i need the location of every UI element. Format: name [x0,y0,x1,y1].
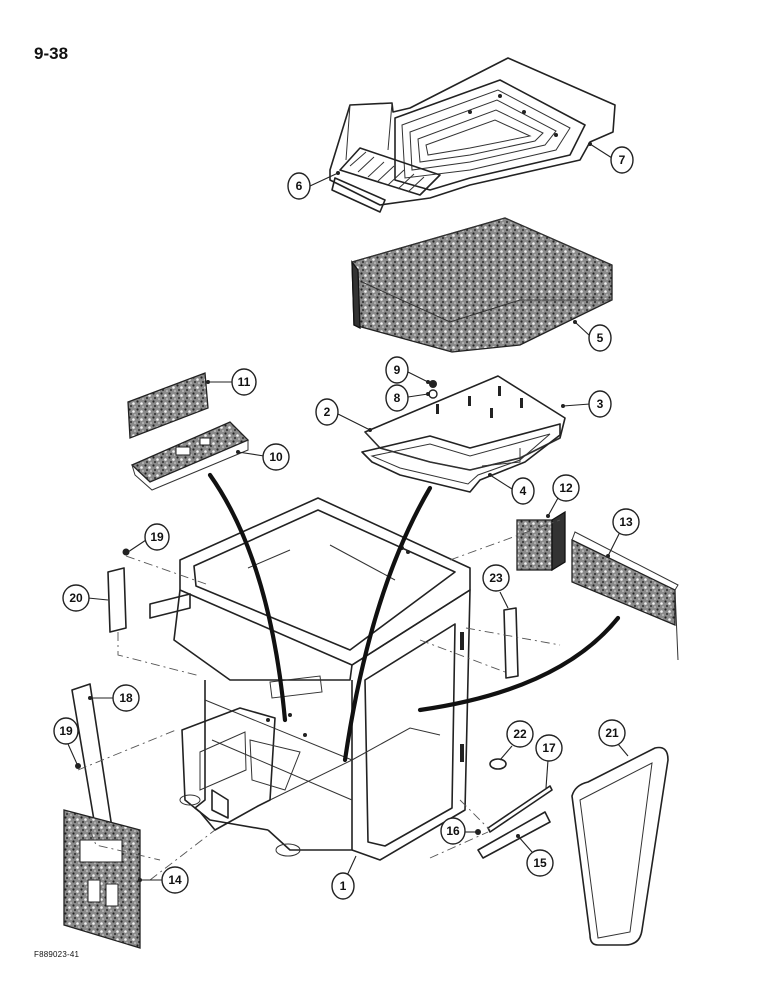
callout-label: 12 [559,481,573,495]
callout-c16: 16 [440,817,476,845]
callout-label: 2 [324,405,331,419]
callout-label: 1 [340,879,347,893]
panels-part-10-11 [127,372,250,491]
callout-label: 15 [533,856,547,870]
callout-label: 17 [542,741,556,755]
callout-c14: 14 [138,866,189,894]
callout-c19b: 19 [53,717,79,765]
callout-c23: 23 [482,564,510,609]
callout-label: 16 [446,824,460,838]
callout-label: 22 [513,727,527,741]
assembly-leader-curves [207,472,621,763]
cab-frame-part-1 [149,497,471,861]
callout-c21: 21 [598,719,629,757]
callout-c11: 11 [206,368,257,396]
trim-strips-parts-15-23 [71,548,669,946]
callout-c15: 15 [516,834,554,877]
callout-c6: 6 [287,171,340,200]
callout-c20: 20 [62,584,109,612]
floor-plate-parts-2-3-4 [361,375,566,493]
callout-c4: 4 [488,473,535,505]
callout-c2: 2 [315,398,372,432]
callout-c9: 9 [385,356,430,384]
callout-c1: 1 [331,855,357,900]
callout-label: 9 [394,363,401,377]
callout-c22: 22 [499,720,534,761]
callout-c7: 7 [588,142,634,174]
callout-label: 3 [597,397,604,411]
callout-label: 21 [605,726,619,740]
callout-c13: 13 [606,508,640,558]
callout-label: 8 [394,391,401,405]
callout-c3: 3 [561,390,612,418]
floor-mat-part-6-7 [329,57,616,213]
callout-c10: 10 [236,443,290,471]
callout-label: 14 [168,873,182,887]
callout-label: 18 [119,691,133,705]
page-number: 9-38 [34,44,69,63]
callout-c12: 12 [546,474,580,518]
callout-label: 5 [597,331,604,345]
callout-label: 11 [238,375,251,389]
floor-insulation-part-5 [351,217,613,353]
callout-c5: 5 [573,320,612,352]
assembly-center-lines [77,519,561,881]
callout-label: 10 [269,450,283,464]
callout-label: 7 [619,153,626,167]
callout-label: 19 [59,724,73,738]
callout-c17: 17 [535,734,563,789]
callout-c8: 8 [385,384,430,412]
figure-code: F889023-41 [34,950,80,959]
callout-c19a: 19 [127,523,170,553]
callout-label: 20 [69,591,83,605]
callout-label: 19 [150,530,164,544]
panel-part-14 [63,809,141,949]
callout-label: 4 [520,484,527,498]
callout-c18: 18 [88,684,140,712]
callout-label: 23 [489,571,503,585]
callout-label: 6 [296,179,303,193]
callout-label: 13 [619,515,633,529]
